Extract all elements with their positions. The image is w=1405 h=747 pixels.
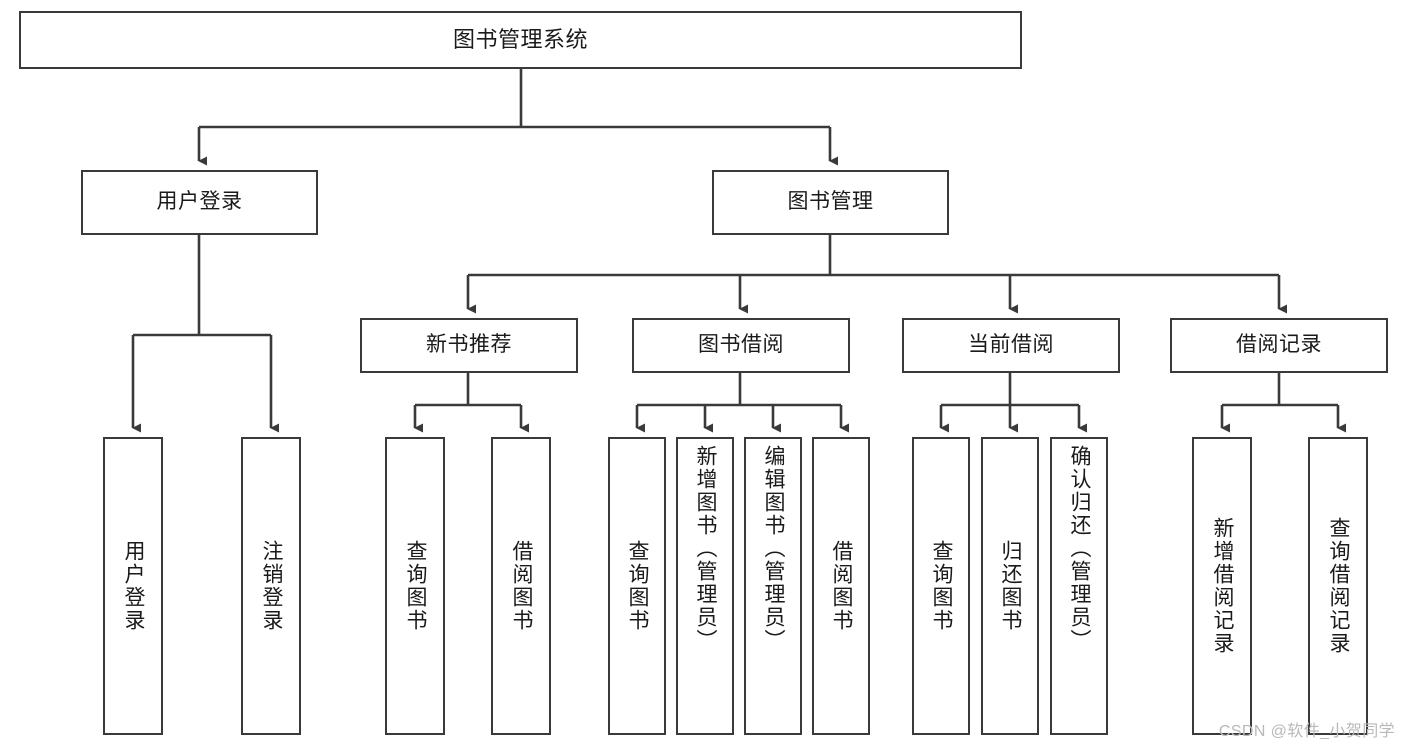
node-book-manage[interactable]: 图书管理 <box>712 170 949 235</box>
node-label: 新增借阅记录 <box>1211 517 1235 655</box>
node-label: 归还图书 <box>999 540 1023 632</box>
node-label: 查询图书 <box>404 540 428 632</box>
leaf-confirm-return[interactable]: 确认归还（管理员） <box>1050 437 1108 735</box>
node-new-book-recommend[interactable]: 新书推荐 <box>360 318 578 373</box>
node-root-system[interactable]: 图书管理系统 <box>19 11 1022 69</box>
leaf-user-login[interactable]: 用户登录 <box>103 437 163 735</box>
leaf-query-book-borrow[interactable]: 查询图书 <box>608 437 666 735</box>
node-user-login[interactable]: 用户登录 <box>81 170 318 235</box>
node-borrow-record[interactable]: 借阅记录 <box>1170 318 1388 373</box>
leaf-query-book-recommend[interactable]: 查询图书 <box>385 437 445 735</box>
node-label: 借阅图书 <box>830 540 854 632</box>
node-label: 查询借阅记录 <box>1327 517 1351 655</box>
node-label: 新增图书（管理员） <box>694 445 718 652</box>
leaf-edit-book[interactable]: 编辑图书（管理员） <box>744 437 802 735</box>
node-label: 用户登录 <box>122 540 146 632</box>
node-label: 查询图书 <box>626 540 650 632</box>
node-label: 当前借阅 <box>968 333 1054 357</box>
node-label: 新书推荐 <box>426 333 512 357</box>
node-label: 借阅图书 <box>510 540 534 632</box>
node-label: 图书借阅 <box>698 333 784 357</box>
leaf-return-book[interactable]: 归还图书 <box>981 437 1039 735</box>
node-label: 借阅记录 <box>1236 333 1322 357</box>
leaf-query-borrow-record[interactable]: 查询借阅记录 <box>1308 437 1368 735</box>
leaf-add-book[interactable]: 新增图书（管理员） <box>676 437 734 735</box>
node-label: 用户登录 <box>156 190 243 214</box>
node-label: 图书管理 <box>787 190 874 214</box>
node-current-borrow[interactable]: 当前借阅 <box>902 318 1120 373</box>
leaf-logout[interactable]: 注销登录 <box>241 437 301 735</box>
leaf-borrow-book-recommend[interactable]: 借阅图书 <box>491 437 551 735</box>
node-book-borrow[interactable]: 图书借阅 <box>632 318 850 373</box>
node-label: 图书管理系统 <box>452 27 588 53</box>
leaf-add-borrow-record[interactable]: 新增借阅记录 <box>1192 437 1252 735</box>
node-label: 确认归还（管理员） <box>1068 445 1092 652</box>
leaf-borrow-book[interactable]: 借阅图书 <box>812 437 870 735</box>
watermark: CSDN @软件_小贺同学 <box>1218 723 1395 740</box>
node-label: 查询图书 <box>930 540 954 632</box>
node-label: 注销登录 <box>260 540 284 632</box>
node-label: 编辑图书（管理员） <box>762 445 786 652</box>
leaf-query-book-current[interactable]: 查询图书 <box>912 437 970 735</box>
